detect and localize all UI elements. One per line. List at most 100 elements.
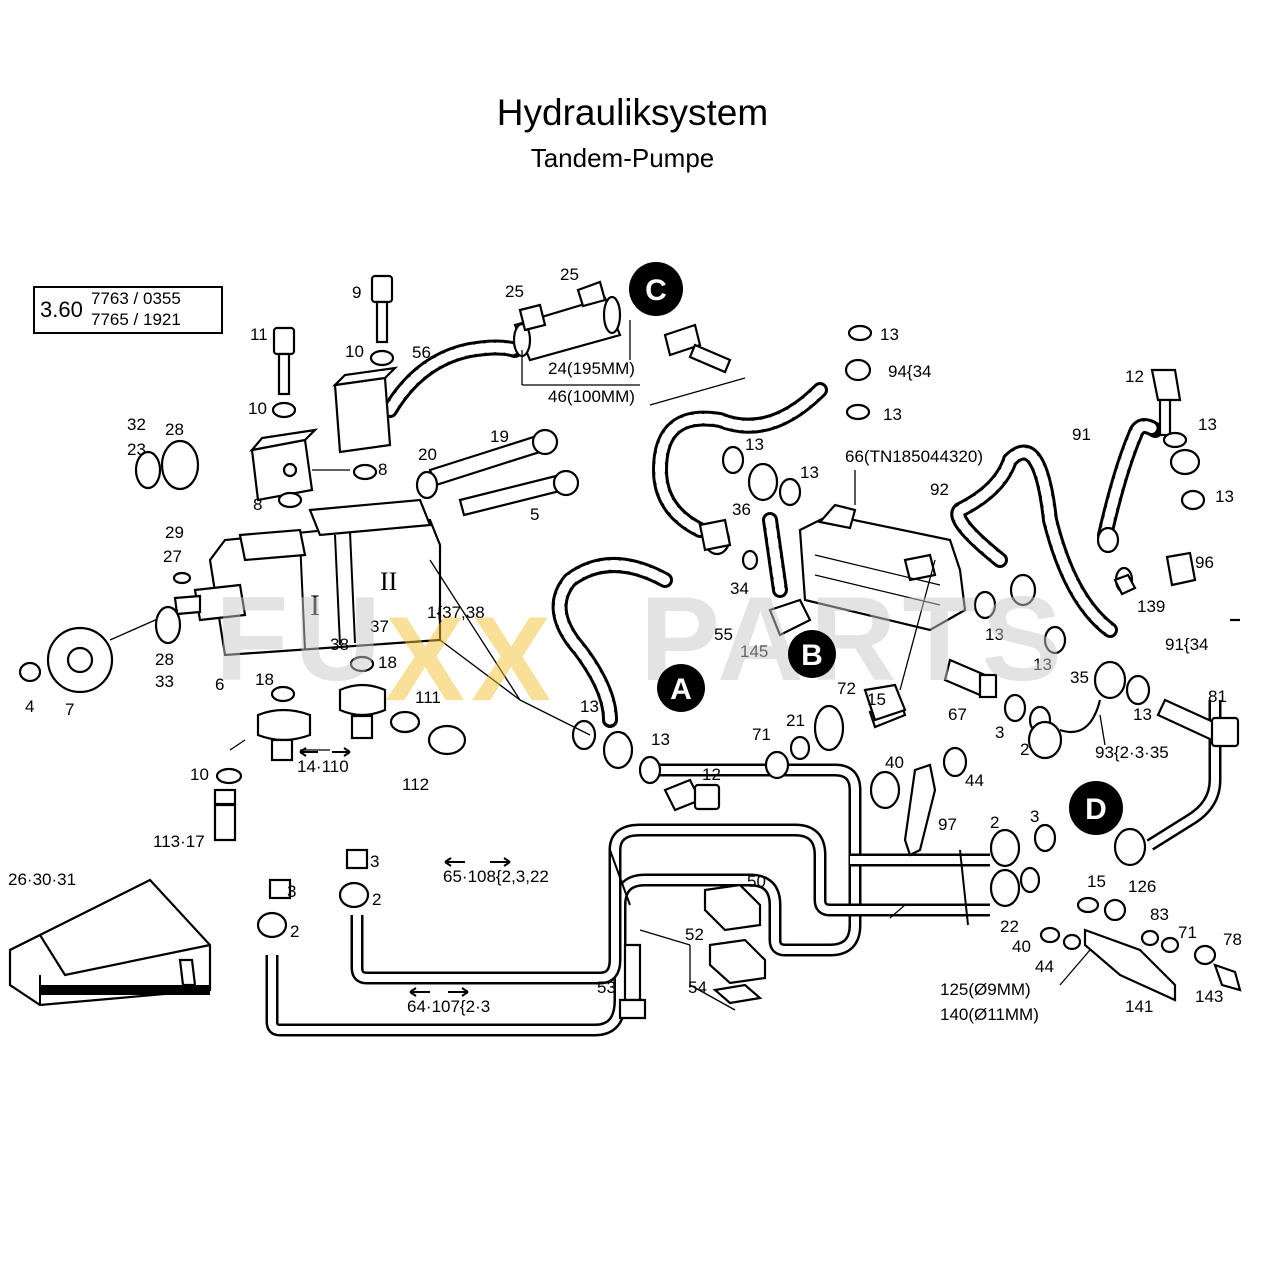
arrow-marks [299,747,511,997]
part-label: 6 [215,675,224,694]
part-label: 23 [127,440,146,459]
part-label: 24(195MM) [548,359,635,378]
part-label: 13 [1033,655,1052,674]
part-label: 11 [250,325,268,344]
part-label: 26·30·31 [8,870,76,889]
part-label: 3 [370,852,379,871]
reference-row-1: 7763 / 0355 [91,289,181,308]
part-label: 34 [730,579,749,598]
part-label: 44 [1035,957,1054,976]
part-label: 81 [1208,687,1227,706]
part-label: 13 [800,463,819,482]
part-label: 2 [1020,740,1029,759]
part-label: 13 [580,697,599,716]
part-label: 28 [155,650,174,669]
page-title: Hydrauliksystem [496,92,769,133]
part-label: 112 [402,775,429,794]
part-label: 40 [885,753,904,772]
part-label: 126 [1128,877,1156,896]
part-label: 8 [378,460,387,479]
part-label: 12 [702,765,721,784]
leader-lines [229,377,1106,986]
part-label: 20 [418,445,437,464]
part-label: 71 [1178,923,1197,942]
reference-main: 3.60 [40,297,83,322]
part-label: 72 [837,679,856,698]
part-label: 54 [688,978,707,997]
cover-box [8,878,212,1007]
part-label: 83 [1150,905,1169,924]
part-label: 52 [685,925,704,944]
part-label: 29 [165,523,184,542]
part-label: 32 [127,415,146,434]
valve-block [249,366,399,502]
page-subtitle: Tandem-Pumpe [530,143,715,173]
part-label: 8 [253,495,262,514]
part-label: 94{34 [888,362,932,381]
part-label: 10 [248,399,267,418]
pump-section-label: I [310,589,320,622]
part-label: 65·108{2,3,22 [443,867,549,886]
part-label: 125(Ø9MM) [940,980,1031,999]
part-label: 56 [412,343,431,362]
reference-box: 3.60 7763 / 0355 7765 / 1921 [33,286,223,334]
part-label: 92 [930,480,949,499]
part-label: 141 [1125,997,1153,1016]
part-label: 13 [985,625,1004,644]
part-label: 55 [714,625,733,644]
tandem-pump [109,498,521,701]
part-label: 50 [747,872,766,891]
part-label: 91 [1072,425,1091,444]
pump-section-label: II [380,567,397,596]
part-label: 3 [1030,807,1039,826]
svg-text:A: A [670,673,692,706]
part-label: 18 [378,653,397,672]
watermark-suffix: PARTS [640,572,1068,706]
part-label: 35 [1070,668,1089,687]
part-label: 91{34 [1165,635,1209,654]
part-label: 44 [965,771,984,790]
part-label: 12 [1125,367,1144,386]
part-label: 9 [352,283,361,302]
svg-text:B: B [801,639,823,672]
part-label: 18 [255,670,274,689]
watermark-xx: XX [385,592,557,726]
part-label: 14·110 [297,757,349,776]
part-label: 111 [415,688,441,707]
coupling-c [512,280,640,386]
part-label: 27 [163,547,182,566]
part-label: 13 [651,730,670,749]
part-label: 33 [155,672,174,691]
part-label: 4 [25,697,34,716]
part-label: 22 [1000,917,1019,936]
part-label: 7 [65,700,74,719]
part-label: 96 [1195,553,1214,572]
sensor-fittings [698,518,1240,722]
part-label: 38 [330,635,349,654]
part-label: 10 [190,765,209,784]
part-label: 71 [752,725,771,744]
part-label: 13 [880,325,899,344]
part-label: 13 [1133,705,1152,724]
washer-group [18,324,1242,1002]
hose-group [382,339,1163,728]
part-label: 40 [1012,937,1031,956]
part-label: 10 [345,342,364,361]
part-label: 3 [995,723,1004,742]
part-label: 66(TN185044320) [845,447,983,466]
pipe-group [265,700,1222,1037]
part-label: 13 [883,405,902,424]
marker-d: D [1069,781,1123,835]
part-label: 143 [1195,987,1223,1006]
part-label: 78 [1223,930,1242,949]
reference-row-2: 7765 / 1921 [91,310,181,329]
part-label: 140(Ø11MM) [940,1005,1039,1024]
part-label: 46(100MM) [548,387,635,406]
watermark-prefix: FU [215,572,387,706]
svg-text:C: C [645,274,667,307]
part-label: 67 [948,705,967,724]
marker-a: A [657,664,705,712]
part-number-labels: 9 25 25 11 10 56 24(195MM) 46(100MM) 13 … [8,265,1242,1024]
part-label: 25 [560,265,579,284]
